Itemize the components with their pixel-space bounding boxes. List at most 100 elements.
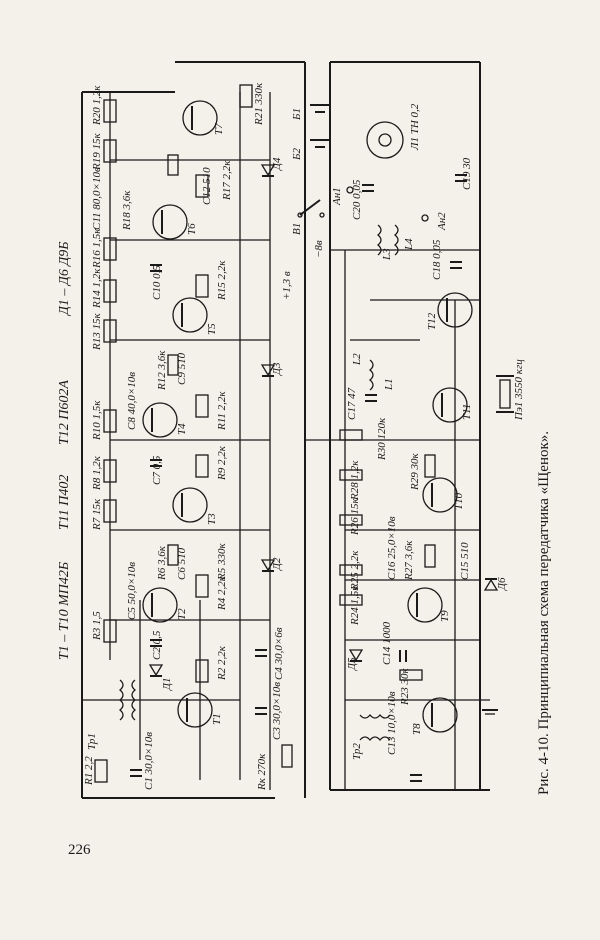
battery-B1 — [310, 104, 330, 113]
component-labels: R20 1,2к R19 15к C11 80,0×10в R16 1,5к R… — [83, 82, 525, 791]
T5-label: T5 — [206, 323, 218, 335]
label-C2: C2 0,5 — [151, 630, 163, 660]
label-R25: R25 2,2к — [349, 550, 361, 591]
label-R4: R4 2,2к — [216, 575, 228, 611]
label-D4: Д4 — [271, 157, 283, 171]
right-stage-wiring — [305, 249, 490, 701]
label-Pe1: Пэ1 3550 кгц — [513, 359, 525, 421]
label-Tp2: Тр2 — [351, 743, 363, 760]
label-R8: R8 1,2к — [91, 455, 103, 491]
label-R5: R5 330к — [216, 543, 228, 581]
label-R12: R12 3,6к — [156, 350, 168, 391]
label-R27: R27 3,6к — [403, 540, 415, 581]
component-bodies-right — [339, 429, 436, 681]
label-B2: Б2 — [291, 148, 303, 161]
label-R26: R26 15к — [349, 498, 361, 536]
label-Rk: Rк 270к — [256, 753, 268, 791]
label-C14: C14 1000 — [381, 621, 393, 665]
label-D6: Д6 — [496, 577, 508, 591]
label-L1: L1 — [383, 378, 395, 391]
label-C16: C16 25,0×10в — [386, 516, 398, 580]
transistor-T11: T11 — [432, 387, 473, 423]
label-C12: C12 510 — [201, 167, 213, 205]
T3-label: T3 — [206, 513, 218, 525]
lamp-TH0.2 — [366, 121, 404, 159]
label-R18: R18 3,6к — [121, 190, 133, 231]
label-R29: R29 30к — [409, 453, 421, 491]
label-C4: C4 30,0×6в — [273, 627, 285, 680]
label-R10: R10 1,5к — [91, 400, 103, 441]
transformers-coils — [118, 224, 399, 742]
type-groups: T1 – T10 МП42Б T11 П402 T12 П602А Д1 – Д… — [57, 242, 72, 660]
label-An1: Ан1 — [331, 187, 343, 206]
quartz-crystal — [496, 375, 514, 413]
label-R1: R1 2,2 — [83, 756, 95, 786]
label-L2: L2 — [351, 353, 363, 366]
T9-label: T9 — [439, 610, 451, 622]
T4-label: T4 — [176, 423, 188, 435]
T12-label: T12 — [426, 312, 438, 330]
transistor-T9: T9 — [407, 587, 451, 623]
label-R11: R11 2,2к — [216, 391, 228, 431]
label-R23: R23 30к — [399, 668, 411, 706]
label-R7: R7 15к — [91, 498, 103, 531]
label-lamp: Л1 ТН 0,2 — [409, 103, 421, 151]
label-switch-V1: В1 — [291, 223, 303, 235]
page-number: 226 — [68, 842, 91, 858]
group-D1-D6: Д1 – Д6 Д9Б — [57, 242, 72, 317]
label-R14: R14 1,2к — [91, 268, 103, 309]
label-C11: C11 80,0×10в — [91, 167, 103, 230]
label-plus13v: +1,3 в — [281, 271, 293, 300]
label-C18: C18 0,05 — [431, 239, 443, 280]
label-R19: R19 15к — [91, 133, 103, 171]
label-D1: Д1 — [161, 678, 173, 692]
label-C9: C9 510 — [176, 352, 188, 385]
left-stage-wiring — [82, 159, 270, 780]
antenna-symbols — [346, 186, 429, 222]
group-T12: T12 П602А — [57, 380, 72, 445]
label-L3: L3 — [381, 248, 393, 261]
label-C3: C3 30,0×10в — [271, 682, 283, 740]
label-R13: R13 15к — [91, 313, 103, 351]
transistor-T7: T7 — [182, 100, 225, 136]
transistor-T4: T4 — [142, 402, 188, 438]
label-D3: Д3 — [271, 362, 283, 376]
label-D2: Д2 — [271, 557, 283, 571]
label-C1: C1 30,0×10в — [143, 732, 155, 790]
transistor-T6: T6 — [152, 204, 198, 240]
group-T11: T11 П402 — [57, 475, 72, 530]
label-C7: C7 0,5 — [151, 455, 163, 485]
switch-B1 — [297, 199, 325, 218]
label-R9: R9 2,2к — [216, 445, 228, 481]
transistor-T5: T5 — [172, 297, 218, 335]
label-R20: R20 1,2к — [91, 85, 103, 126]
T2-label: T2 — [176, 608, 188, 620]
label-R28: R28 1,2к — [349, 460, 361, 501]
transistor-T10: T10 — [422, 477, 465, 513]
label-B1: Б1 — [291, 108, 303, 121]
T8-label: T8 — [411, 723, 423, 735]
component-bodies-left — [94, 84, 293, 783]
label-R2: R2 2,2к — [216, 645, 228, 681]
group-T1-T10: T1 – T10 МП42Б — [57, 562, 72, 660]
label-R21: R21 330к — [253, 82, 265, 126]
label-C8: C8 40,0×10в — [126, 372, 138, 430]
transistor-T3: T3 — [172, 487, 218, 525]
frame-wiring — [81, 61, 490, 799]
T7-label: T7 — [213, 123, 225, 135]
label-R30: R30 120к — [376, 417, 388, 461]
label-C5: C5 50,0×10в — [126, 562, 138, 620]
battery-B2 — [310, 139, 330, 148]
T6-label: T6 — [186, 223, 198, 235]
label-An2: Ан2 — [436, 212, 448, 231]
label-minus8v: −8в — [313, 240, 325, 258]
figure-caption: Рис. 4-10. Принципиальная схема передатч… — [536, 431, 552, 795]
label-L4: L4 — [403, 238, 415, 251]
label-C19: C19 30 — [461, 157, 473, 190]
transistor-T2: T2 — [142, 587, 188, 623]
label-R17: R17 2,2к — [221, 160, 233, 201]
transistor-T8: T8 — [411, 697, 458, 735]
label-Tp1: Тр1 — [86, 733, 98, 750]
label-C13: C13 10,0×10в — [386, 691, 398, 755]
